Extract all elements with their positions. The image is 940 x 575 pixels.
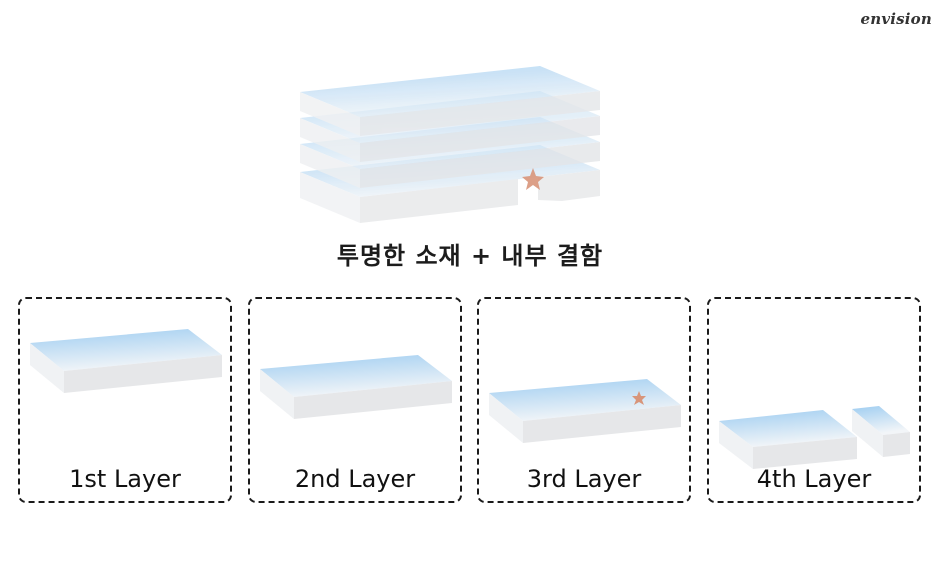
panel-label: 2nd Layer [294, 465, 416, 493]
layer-3-slab [489, 379, 681, 443]
layer-2-slab [260, 355, 452, 419]
layer-1-slab [30, 329, 222, 393]
defect-star-icon [632, 391, 646, 405]
panel-3rd-layer: 3rd Layer [477, 297, 691, 503]
stack-layer-1 [300, 66, 600, 136]
defect-star-icon [522, 168, 544, 190]
panel-2nd-layer: 2nd Layer [248, 297, 462, 503]
panel-label: 1st Layer [69, 465, 181, 493]
layer-4-slabs [719, 406, 910, 469]
panel-1st-layer: 1st Layer [18, 297, 232, 503]
layer-stack-illustration [300, 66, 600, 223]
panel-4th-layer: 4th Layer [707, 297, 921, 503]
envision-logo: envision [860, 10, 932, 28]
panel-label: 4th Layer [756, 465, 872, 493]
panel-label: 3rd Layer [526, 465, 642, 493]
main-caption: 투명한 소재 + 내부 결함 [336, 242, 604, 270]
